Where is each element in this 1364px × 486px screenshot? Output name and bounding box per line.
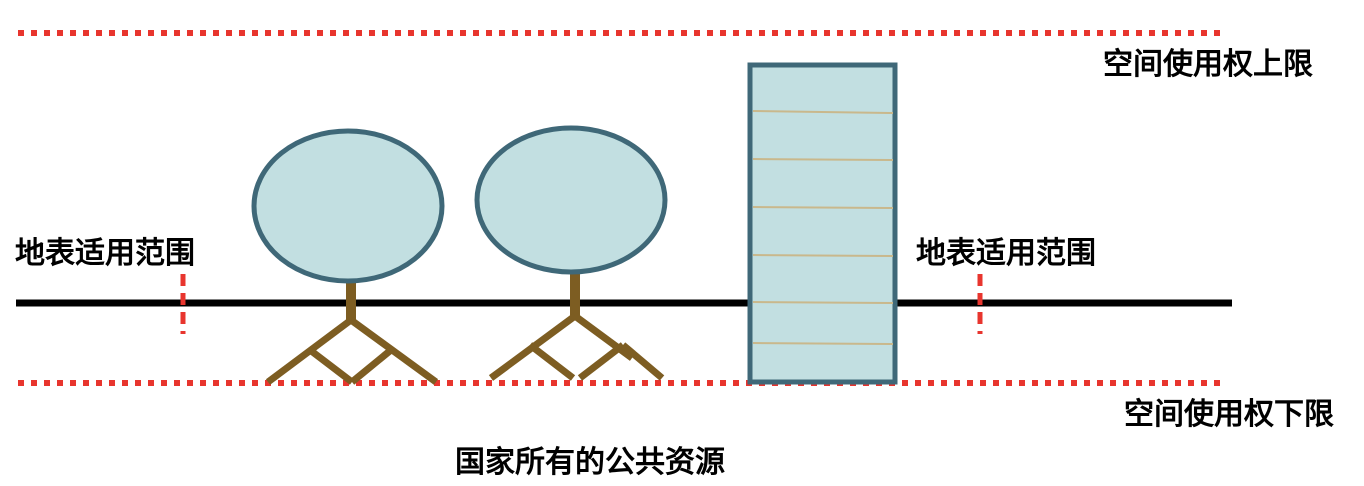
surface-range-label-right: 地表适用范围 — [916, 236, 1096, 271]
tree-1-canopy — [251, 128, 445, 284]
building — [747, 62, 898, 385]
tree-1-roots — [265, 317, 439, 385]
tree-1 — [251, 128, 445, 385]
building-body — [747, 62, 898, 385]
lower-limit-label: 空间使用权下限 — [1124, 397, 1334, 432]
state-owned-resources-label: 国家所有的公共资源 — [455, 445, 725, 480]
surface-range-label-left: 地表适用范围 — [15, 236, 195, 271]
building-floor-lines — [752, 110, 894, 345]
tree-2-roots — [488, 313, 665, 381]
upper-limit-label: 空间使用权上限 — [1103, 47, 1313, 82]
tree-2-canopy — [474, 125, 668, 275]
tree-2 — [474, 125, 668, 381]
